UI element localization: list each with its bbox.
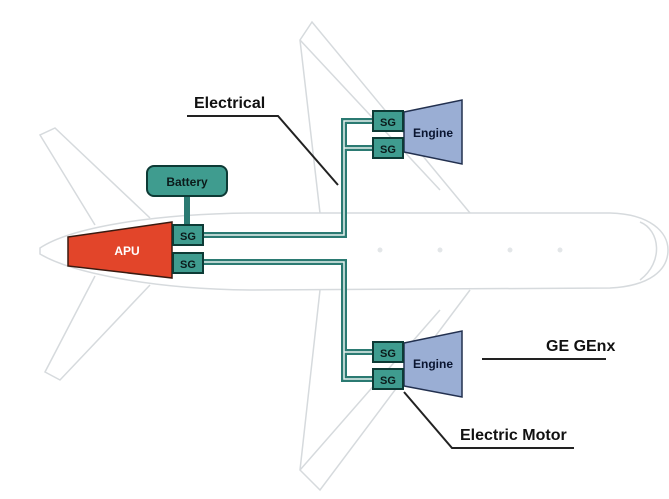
cabin-windows <box>377 247 563 253</box>
airframe-outline <box>38 20 669 492</box>
nose-outline <box>639 221 658 281</box>
upper-wing-edge <box>299 39 441 191</box>
sg-lower-2-label: SG <box>380 375 396 387</box>
apu: APU <box>67 221 173 279</box>
sg-lower-2: SG <box>372 368 404 390</box>
upper-stabilizer-outline <box>38 127 151 226</box>
electric-motor-callout-line <box>403 391 574 449</box>
electric-motor-label: Electric Motor <box>460 427 567 444</box>
fuselage-outline <box>39 212 669 291</box>
electrical-bus <box>184 118 373 382</box>
battery-label: Battery <box>166 175 208 189</box>
apu-label: APU <box>114 244 139 258</box>
sg-upper-2: SG <box>372 137 404 159</box>
sg-upper-2-label: SG <box>380 144 396 156</box>
sg-upper-1-label: SG <box>380 117 396 129</box>
battery-box <box>146 165 228 197</box>
sg-apu-1: SG <box>172 224 204 246</box>
electrical-bus-inner <box>203 120 373 380</box>
electrical-callout-line <box>187 115 339 186</box>
engine-upper: Engine <box>403 99 463 165</box>
engine-upper-label: Engine <box>413 126 453 140</box>
battery: Battery <box>146 165 228 197</box>
engine-lower: Engine <box>403 330 463 398</box>
sg-lower-1: SG <box>372 341 404 363</box>
sg-apu-2: SG <box>172 252 204 274</box>
ge-genx-label: GE GEnx <box>546 338 615 355</box>
bus-lower-route <box>203 259 373 382</box>
callout-lines <box>187 115 606 449</box>
lower-wing-edge <box>299 309 441 471</box>
bus-upper-route <box>203 118 373 238</box>
electrical-label: Electrical <box>194 95 265 112</box>
sg-upper-1: SG <box>372 110 404 132</box>
sg-apu-2-label: SG <box>180 259 196 271</box>
sg-lower-1-label: SG <box>380 348 396 360</box>
lower-stabilizer-outline <box>43 275 151 381</box>
apu-shape <box>67 221 173 279</box>
sg-apu-1-label: SG <box>180 231 196 243</box>
engine-lower-label: Engine <box>413 357 453 371</box>
